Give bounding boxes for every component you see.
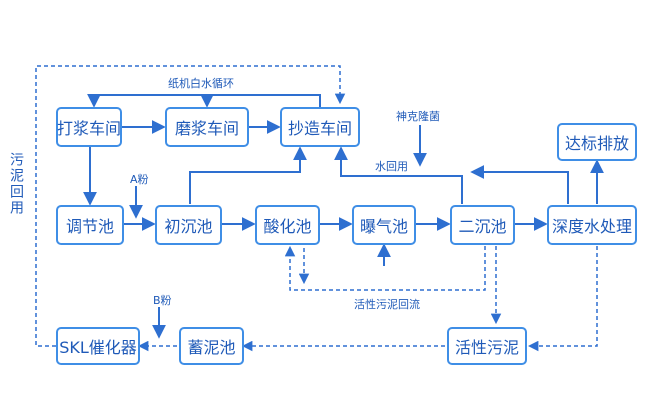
arrow-advanced-reuse	[470, 165, 569, 204]
label-a-powder: A粉	[130, 173, 149, 186]
label-sludge-return: 活性污泥回流	[354, 298, 420, 311]
arrow-primary-papermaking	[189, 146, 307, 204]
label-shenke: 神克隆菌	[396, 110, 440, 123]
label-reuse: 水回用	[375, 160, 408, 173]
node-regulating: 调节池	[56, 205, 124, 245]
arrow-advanced-activated	[527, 246, 598, 352]
arrow-sludge-reuse-loop	[35, 65, 346, 347]
label-whitewater: 纸机白水循环	[168, 77, 234, 90]
node-primary: 初沉池	[155, 205, 222, 245]
node-sludge-tank: 蓄泥池	[179, 327, 244, 365]
node-papermaking: 抄造车间	[280, 107, 360, 147]
node-grinding: 磨浆车间	[165, 107, 249, 147]
node-aeration: 曝气池	[352, 205, 416, 245]
label-b-powder: B粉	[153, 294, 172, 307]
arrow-sludge-return	[284, 245, 486, 291]
arrow-water-reuse	[334, 146, 463, 204]
node-acidify: 酸化池	[255, 205, 320, 245]
node-activated: 活性污泥	[447, 327, 527, 365]
label-sludge-reuse: 污泥回用	[8, 152, 24, 216]
node-skl: SKL催化器	[56, 327, 140, 365]
node-secondary: 二沉池	[450, 205, 515, 245]
node-beating: 打浆车间	[56, 107, 122, 147]
node-discharge: 达标排放	[557, 123, 637, 161]
node-advanced: 深度水处理	[547, 205, 637, 245]
